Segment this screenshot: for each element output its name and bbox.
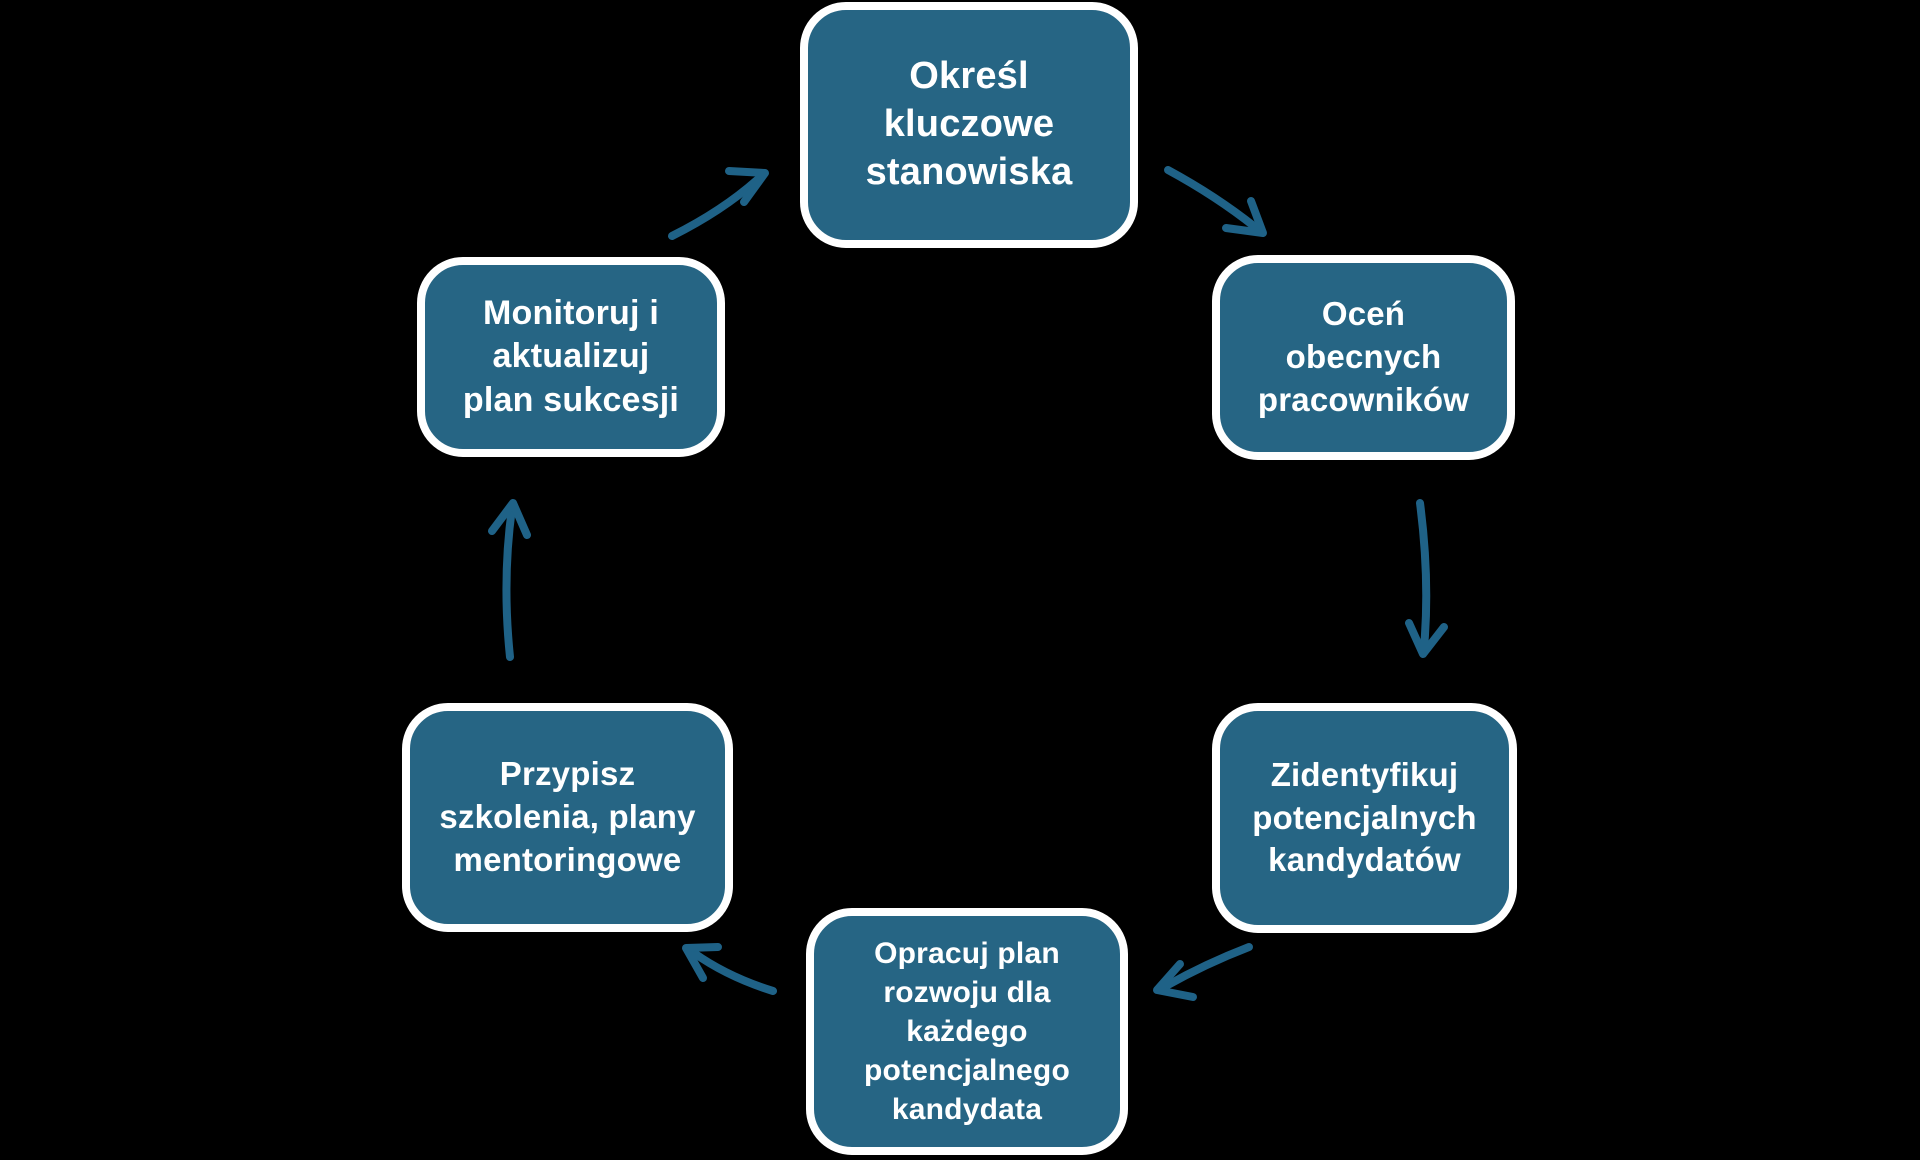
arrow-ocen-to-zidentyfikuj-icon: [1405, 499, 1448, 658]
arrow-okresl-to-ocen-icon: [1164, 166, 1267, 237]
step-box-okresl-kluczowe-stanowiska: Określ kluczowe stanowiska: [800, 2, 1138, 248]
step-box-przypisz-szkolenia: Przypisz szkolenia, plany mentoringowe: [402, 703, 733, 932]
arrow-przypisz-to-monitoruj-icon: [488, 499, 531, 661]
arrow-opracuj-to-przypisz-icon: [682, 943, 777, 995]
step-box-ocen-obecnych-pracownikow: Oceń obecnych pracowników: [1212, 255, 1515, 460]
step-box-zidentyfikuj-potencjalnych-kandydatow: Zidentyfikuj potencjalnych kandydatów: [1212, 703, 1517, 933]
arrow-zidentyfikuj-to-opracuj-icon: [1153, 943, 1253, 1001]
step-box-opracuj-plan-rozwoju: Opracuj plan rozwoju dla każdego potencj…: [806, 908, 1128, 1155]
arrow-monitoruj-to-okresl-icon: [668, 167, 769, 240]
step-box-monitoruj-i-aktualizuj: Monitoruj i aktualizuj plan sukcesji: [417, 257, 725, 457]
